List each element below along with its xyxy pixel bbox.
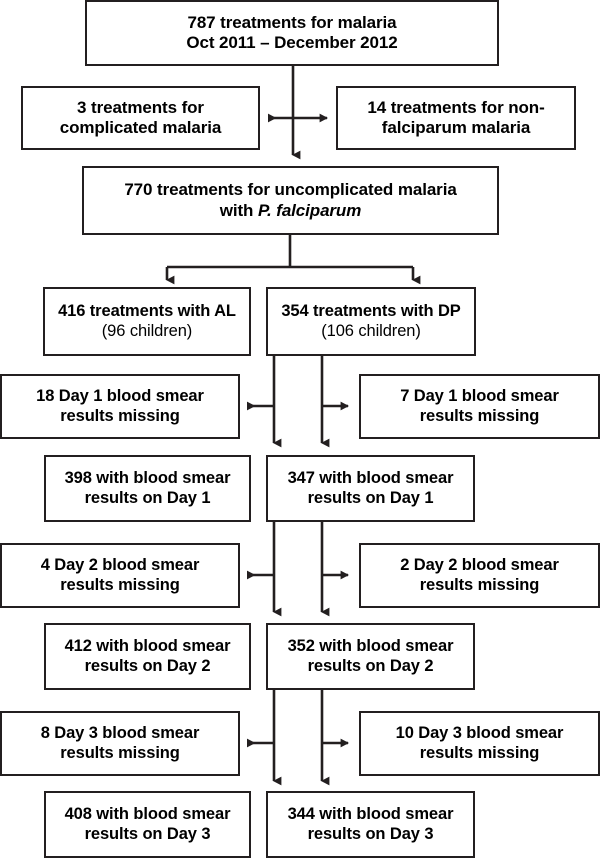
node-dp-day2-results-line1: 352 with blood smear bbox=[287, 637, 454, 656]
node-dp-day2-results-line2: results on Day 2 bbox=[307, 656, 434, 675]
node-al-day3-results-line2: results on Day 3 bbox=[84, 824, 211, 843]
node-al-day2-missing-line2: results missing bbox=[60, 575, 180, 594]
node-dp-day1-missing: 7 Day 1 blood smear results missing bbox=[359, 374, 600, 439]
node-dp-arm-line1: 354 treatments with DP bbox=[281, 302, 461, 321]
node-dp-day3-missing-line1: 10 Day 3 blood smear bbox=[395, 724, 564, 743]
node-dp-day1-missing-line2: results missing bbox=[419, 406, 540, 425]
node-dp-day3-missing: 10 Day 3 blood smear results missing bbox=[359, 711, 600, 776]
node-total-treatments-line1: 787 treatments for malaria bbox=[187, 12, 397, 32]
node-al-day2-results-line2: results on Day 2 bbox=[84, 656, 211, 675]
node-al-day1-results: 398 with blood smear results on Day 1 bbox=[44, 455, 251, 522]
node-dp-day3-results-line2: results on Day 3 bbox=[307, 824, 434, 843]
node-uncomplicated-falciparum: 770 treatments for uncomplicated malaria… bbox=[82, 166, 499, 235]
node-al-arm-children: (96 children) bbox=[101, 321, 193, 340]
node-non-falciparum-malaria: 14 treatments for non- falciparum malari… bbox=[336, 86, 576, 150]
node-dp-day1-results-line1: 347 with blood smear bbox=[287, 469, 454, 488]
node-al-day2-missing-line1: 4 Day 2 blood smear bbox=[40, 556, 200, 575]
node-dp-day2-missing-line1: 2 Day 2 blood smear bbox=[400, 556, 559, 575]
node-dp-arm-children: (106 children) bbox=[321, 321, 421, 340]
node-non-falciparum-malaria-line1: 14 treatments for non- bbox=[367, 97, 545, 117]
node-al-day3-missing: 8 Day 3 blood smear results missing bbox=[0, 711, 240, 776]
node-al-day3-results-line1: 408 with blood smear bbox=[64, 805, 231, 824]
node-al-arm: 416 treatments with AL (96 children) bbox=[43, 287, 251, 356]
node-uncomplicated-falciparum-species: P. falciparum bbox=[257, 200, 362, 220]
node-al-day1-results-line2: results on Day 1 bbox=[84, 488, 211, 507]
node-dp-day1-results-line2: results on Day 1 bbox=[307, 488, 434, 507]
node-uncomplicated-falciparum-line1-text: 770 treatments for uncomplicated malaria bbox=[124, 180, 457, 200]
node-dp-day3-missing-line2: results missing bbox=[419, 743, 540, 762]
node-dp-day3-results-line1: 344 with blood smear bbox=[287, 805, 454, 824]
node-non-falciparum-malaria-line2: falciparum malaria bbox=[381, 118, 531, 137]
node-dp-arm: 354 treatments with DP (106 children) bbox=[266, 287, 476, 356]
node-al-day3-results: 408 with blood smear results on Day 3 bbox=[44, 791, 251, 858]
node-total-treatments-line2: Oct 2011 – December 2012 bbox=[186, 33, 398, 52]
node-complicated-malaria-line1: 3 treatments for bbox=[77, 97, 204, 117]
node-dp-day3-results: 344 with blood smear results on Day 3 bbox=[266, 791, 475, 858]
node-dp-day1-missing-line1: 7 Day 1 blood smear bbox=[400, 387, 559, 406]
node-al-day2-results: 412 with blood smear results on Day 2 bbox=[44, 623, 251, 690]
node-al-day2-results-line1: 412 with blood smear bbox=[64, 637, 231, 656]
node-al-day2-missing: 4 Day 2 blood smear results missing bbox=[0, 543, 240, 608]
node-uncomplicated-falciparum-line2-prefix: with bbox=[219, 200, 258, 220]
node-dp-day2-results: 352 with blood smear results on Day 2 bbox=[266, 623, 475, 690]
node-al-day3-missing-line1: 8 Day 3 blood smear bbox=[40, 724, 200, 743]
node-al-day1-missing-line2: results missing bbox=[60, 406, 180, 425]
node-al-day1-missing: 18 Day 1 blood smear results missing bbox=[0, 374, 240, 439]
node-al-day1-missing-line1: 18 Day 1 blood smear bbox=[36, 387, 204, 406]
node-total-treatments: 787 treatments for malaria Oct 2011 – De… bbox=[85, 0, 499, 66]
node-dp-day2-missing-line2: results missing bbox=[419, 575, 540, 594]
node-uncomplicated-falciparum-line2: with P. falciparum bbox=[219, 200, 362, 221]
node-complicated-malaria: 3 treatments for complicated malaria bbox=[21, 86, 260, 150]
node-al-day3-missing-line2: results missing bbox=[60, 743, 180, 762]
node-al-arm-line1: 416 treatments with AL bbox=[58, 302, 236, 321]
node-dp-day1-results: 347 with blood smear results on Day 1 bbox=[266, 455, 475, 522]
node-al-day1-results-line1: 398 with blood smear bbox=[64, 469, 231, 488]
node-complicated-malaria-line2: complicated malaria bbox=[59, 118, 222, 137]
node-dp-day2-missing: 2 Day 2 blood smear results missing bbox=[359, 543, 600, 608]
